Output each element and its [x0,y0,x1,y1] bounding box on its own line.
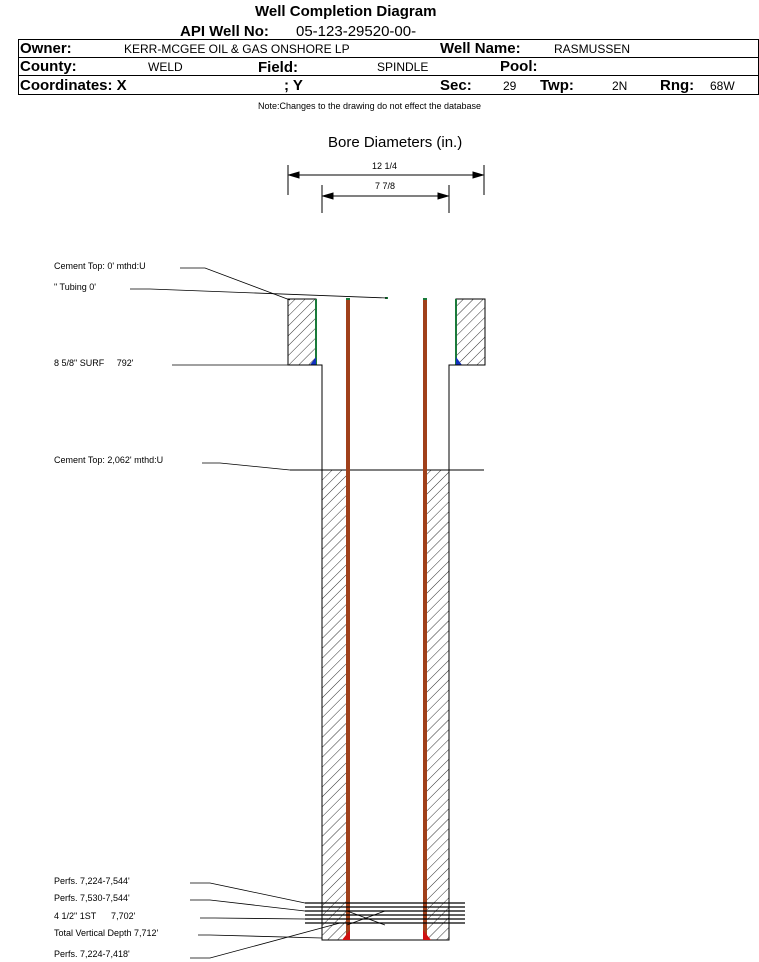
bore-diameters-title: Bore Diameters (in.) [328,134,463,151]
header-rule-4 [18,94,759,95]
surface-shoe-right [456,357,462,365]
header-rule-1 [18,39,759,40]
pool-label: Pool: [500,58,538,75]
label-surface-casing: 8 5/8" SURF 792' [54,358,134,368]
owner-label: Owner: [20,40,72,57]
rng-value: 68W [710,79,735,93]
surface-cement-right [455,298,486,366]
production-cement-right [425,469,450,941]
plug-cross [346,910,386,926]
dimension-12-1-4 [287,165,485,195]
label-cement-top-production: Cement Top: 2,062' mthd:U [54,455,164,465]
field-label: Field: [258,59,298,76]
surface-shoe-left [310,357,316,365]
hole-wall-right [448,364,485,940]
label-total-depth: Total Vertical Depth 7,712' [54,928,159,938]
production-cement-left [321,469,348,941]
label-cement-top-surface: Cement Top: 0' mthd:U [54,261,146,271]
sec-value: 29 [503,79,517,93]
twp-label: Twp: [540,77,574,94]
county-label: County: [20,58,77,75]
api-value: 05-123-29520-00- [296,23,417,40]
rng-label: Rng: [660,77,695,94]
field-value: SPINDLE [377,60,429,74]
hole-wall-left [288,364,323,940]
production-shoe-left [342,930,350,940]
coordinates-y-label: ; Y [284,77,303,94]
coordinates-label: Coordinates: X [20,77,127,94]
production-shoe-right [423,930,431,940]
header-rule-2 [18,57,759,58]
bore-diameter-12-1-4: 12 1/4 [372,161,398,171]
sec-label: Sec: [440,77,472,94]
api-label: API Well No: [180,23,269,40]
page-title: Well Completion Diagram [255,3,437,20]
note-text: Note:Changes to the drawing do not effec… [258,101,481,111]
twp-value: 2N [612,79,628,93]
tubing-left [346,299,350,935]
label-perfs-3: Perfs. 7,224-7,418' [54,949,130,959]
leader-lines [130,267,388,959]
bore-diameter-7-7-8: 7 7/8 [375,181,396,191]
well-name-value: RASMUSSEN [554,42,631,56]
label-production-casing: 4 1/2" 1ST 7,702' [54,911,136,921]
dimension-7-7-8 [321,185,450,213]
header-left-border [18,39,19,95]
surface-cement-left [287,298,317,366]
label-perfs-1: Perfs. 7,224-7,544' [54,876,130,886]
header-rule-3 [18,75,759,76]
county-value: WELD [148,60,183,74]
label-perfs-2: Perfs. 7,530-7,544' [54,893,130,903]
well-name-label: Well Name: [440,40,521,57]
owner-value: KERR-MCGEE OIL & GAS ONSHORE LP [124,42,350,56]
tubing-right [423,299,427,935]
label-tubing: " Tubing 0' [54,282,96,292]
